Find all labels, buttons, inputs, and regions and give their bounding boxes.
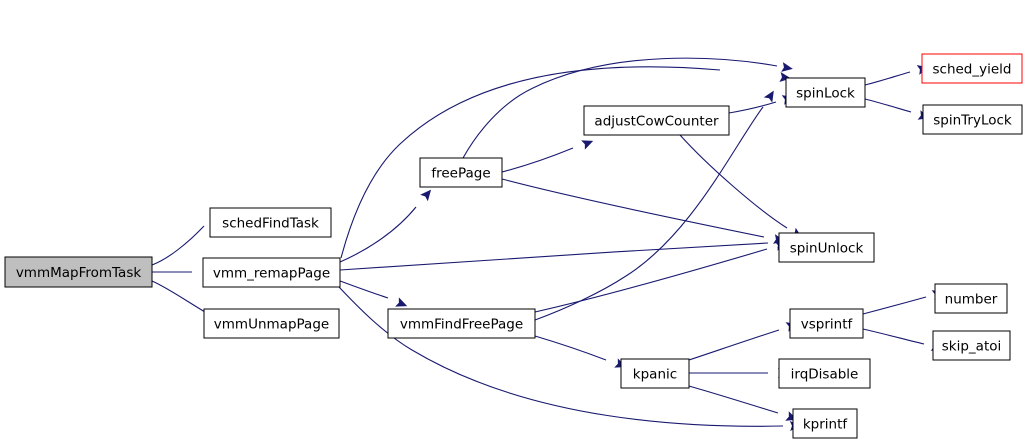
edge-line [679, 134, 788, 229]
node-number[interactable]: number [934, 283, 1008, 314]
node-spinTryLock[interactable]: spinTryLock [922, 104, 1023, 135]
node-label-schedFindTask: schedFindTask [222, 216, 319, 232]
edge-line [862, 296, 927, 315]
arrow-head-icon [779, 72, 791, 82]
node-box-skip_atoi[interactable] [932, 330, 1011, 361]
edge-adjustCowCounter-to-spinLock [728, 95, 794, 114]
edge-line [534, 106, 764, 321]
node-box-vmmMapFromTask[interactable] [4, 256, 153, 288]
node-box-spinLock[interactable] [785, 77, 866, 108]
node-kpanic[interactable]: kpanic [620, 358, 690, 389]
node-box-irqDisable[interactable] [778, 358, 871, 389]
edge-spinLock-to-spinTryLock [864, 98, 930, 120]
node-label-vmm_remapPage: vmm_remapPage [213, 266, 330, 282]
edge-vsprintf-to-number [862, 290, 944, 315]
edge-line [151, 225, 205, 266]
arrow-head-icon [420, 189, 432, 202]
node-vmm_remapPage[interactable]: vmm_remapPage [202, 257, 341, 288]
node-vmmFindFreePage[interactable]: vmmFindFreePage [387, 308, 536, 339]
node-vmmUnmapPage[interactable]: vmmUnmapPage [203, 308, 340, 339]
node-vmmMapFromTask[interactable]: vmmMapFromTask [4, 256, 153, 288]
edge-spinLock-to-sched_yield [864, 65, 929, 86]
edge-vmmFindFreePage-to-spinLock [534, 90, 774, 321]
edge-line [339, 242, 769, 271]
node-schedFindTask[interactable]: schedFindTask [209, 207, 332, 238]
nodes-layer: vmmMapFromTask schedFindTask vmm_remapPage… [4, 53, 1023, 439]
edge-line [534, 248, 768, 313]
edge-line [728, 101, 777, 114]
node-box-schedFindTask[interactable] [209, 207, 332, 238]
node-box-number[interactable] [934, 283, 1008, 314]
node-label-spinTryLock: spinTryLock [933, 113, 1012, 129]
edge-line [339, 206, 417, 263]
node-vsprintf[interactable]: vsprintf [789, 308, 864, 339]
arrow-head-icon [395, 297, 408, 307]
node-box-freePage[interactable] [419, 157, 503, 188]
node-box-sched_yield[interactable] [921, 53, 1023, 84]
edge-line [462, 57, 778, 159]
node-sched_yield[interactable]: sched_yield [921, 53, 1023, 84]
edge-vmm_remapPage-to-spinUnlock [339, 238, 788, 271]
node-label-vsprintf: vsprintf [801, 317, 854, 333]
edge-freePage-to-adjustCowCounter [501, 140, 594, 173]
edge-line [338, 286, 784, 427]
node-label-freePage: freePage [431, 166, 490, 182]
edge-vmm_remapPage-to-vmmFindFreePage [339, 280, 408, 307]
node-spinLock[interactable]: spinLock [785, 77, 866, 108]
edge-adjustCowCounter-to-spinUnlock [679, 134, 803, 238]
edge-kpanic-to-kprintf [688, 385, 798, 421]
node-irqDisable[interactable]: irqDisable [778, 358, 871, 389]
node-label-vmmFindFreePage: vmmFindFreePage [400, 317, 523, 333]
edge-vmm_remapPage-to-spinLock [340, 66, 791, 259]
node-adjustCowCounter[interactable]: adjustCowCounter [583, 105, 730, 136]
node-label-kprintf: kprintf [803, 417, 849, 433]
edge-line [501, 178, 765, 238]
node-label-number: number [945, 292, 998, 308]
node-label-vmmUnmapPage: vmmUnmapPage [214, 317, 329, 333]
edge-kpanic-to-vsprintf [688, 322, 798, 361]
node-spinUnlock[interactable]: spinUnlock [778, 232, 875, 263]
node-box-kprintf[interactable] [792, 408, 858, 439]
edge-line [862, 328, 925, 345]
edge-vmmFindFreePage-to-kpanic [534, 335, 627, 368]
node-box-vmmUnmapPage[interactable] [203, 308, 340, 339]
node-label-sched_yield: sched_yield [932, 62, 1011, 78]
node-box-spinTryLock[interactable] [922, 104, 1023, 135]
edge-freePage-to-spinUnlock [501, 178, 785, 244]
edge-vmm_remapPage-to-freePage [339, 189, 432, 263]
node-label-spinLock: spinLock [796, 86, 855, 102]
node-box-vmm_remapPage[interactable] [202, 257, 341, 288]
node-label-skip_atoi: skip_atoi [942, 339, 1002, 355]
edge-line [534, 335, 607, 361]
node-box-kpanic[interactable] [620, 358, 690, 389]
node-label-adjustCowCounter: adjustCowCounter [594, 114, 719, 130]
edge-line [151, 280, 206, 313]
node-freePage[interactable]: freePage [419, 157, 503, 188]
node-label-irqDisable: irqDisable [791, 367, 859, 383]
edge-line [864, 71, 911, 86]
node-box-spinUnlock[interactable] [778, 232, 875, 263]
edge-line [339, 280, 389, 299]
arrow-head-icon [781, 62, 793, 72]
edge-line [501, 147, 574, 173]
node-box-vsprintf[interactable] [789, 308, 864, 339]
arrow-head-icon [581, 140, 594, 150]
node-kprintf[interactable]: kprintf [792, 408, 858, 439]
node-label-spinUnlock: spinUnlock [790, 241, 864, 257]
edge-vsprintf-to-skip_atoi [862, 328, 943, 351]
edge-line [864, 98, 912, 113]
node-box-vmmFindFreePage[interactable] [387, 308, 536, 339]
edge-kpanic-to-irqDisable [689, 368, 789, 378]
edge-line [688, 385, 779, 414]
arrow-head-icon [763, 90, 774, 103]
edge-freePage-to-spinLock [462, 57, 793, 159]
node-skip_atoi[interactable]: skip_atoi [932, 330, 1011, 361]
edge-line [688, 329, 780, 361]
node-box-adjustCowCounter[interactable] [583, 105, 730, 136]
edge-line [340, 66, 721, 259]
node-label-vmmMapFromTask: vmmMapFromTask [16, 265, 142, 281]
node-label-kpanic: kpanic [633, 367, 677, 383]
